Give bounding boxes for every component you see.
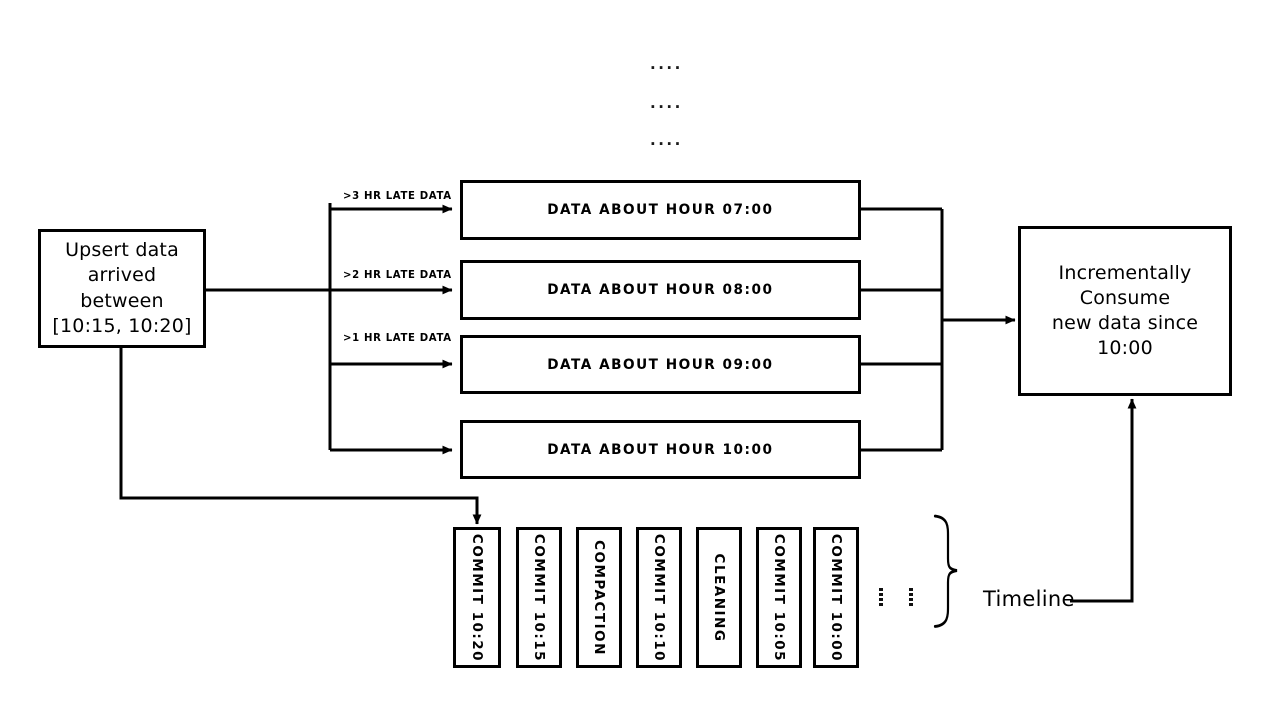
- timeline-brace: [933, 514, 958, 628]
- timeline-commit-1020[interactable]: COMMIT 10:20: [453, 527, 501, 668]
- timeline-commit-1005[interactable]: COMMIT 10:05: [756, 527, 802, 668]
- data-box-hour-08[interactable]: DATA ABOUT HOUR 08:00: [460, 260, 861, 320]
- timeline-commit-1010[interactable]: COMMIT 10:10: [636, 527, 682, 668]
- timeline-label: Timeline: [983, 587, 1075, 611]
- consume-line-1: Incrementally Consume: [1058, 261, 1192, 309]
- upsert-source-box[interactable]: Upsert data arrived between [10:15, 10:2…: [38, 229, 206, 348]
- ellipsis-row-3: ....: [650, 131, 683, 149]
- data-box-hour-09[interactable]: DATA ABOUT HOUR 09:00: [460, 335, 861, 394]
- consume-line-2: new data since 10:00: [1051, 312, 1199, 360]
- timeline-commit-1020-label: COMMIT 10:20: [469, 533, 485, 662]
- data-box-hour-07[interactable]: DATA ABOUT HOUR 07:00: [460, 180, 861, 240]
- connector-source-to-trunk: [206, 203, 332, 450]
- upsert-line-1: Upsert data: [65, 239, 179, 262]
- timeline-ellipsis-1: [879, 588, 883, 606]
- ellipsis-row-2: ....: [650, 94, 683, 112]
- upsert-line-2: arrived between: [80, 264, 164, 312]
- ellipsis-row-1: ....: [650, 55, 683, 73]
- timeline-commit-1015[interactable]: COMMIT 10:15: [516, 527, 562, 668]
- timeline-commit-1010-label: COMMIT 10:10: [651, 533, 667, 662]
- data-box-hour-10-label: DATA ABOUT HOUR 10:00: [547, 441, 774, 458]
- connector-hours-to-consumer: [861, 207, 1016, 452]
- data-box-hour-07-label: DATA ABOUT HOUR 07:00: [547, 202, 774, 218]
- data-box-hour-10[interactable]: DATA ABOUT HOUR 10:00: [460, 420, 861, 479]
- edge-label-1hr: >1 HR LATE DATA: [343, 331, 452, 344]
- data-box-hour-09-label: DATA ABOUT HOUR 09:00: [547, 356, 774, 373]
- timeline-cleaning[interactable]: CLEANING: [696, 527, 742, 668]
- connector-timeline-to-consumer: [1070, 398, 1137, 603]
- timeline-compaction[interactable]: COMPACTION: [576, 527, 622, 668]
- connector-source-to-commit: [119, 348, 482, 525]
- edge-label-2hr: >2 HR LATE DATA: [343, 268, 452, 281]
- timeline-commit-1005-label: COMMIT 10:05: [771, 533, 787, 662]
- upsert-line-3: [10:15, 10:20]: [52, 314, 192, 337]
- timeline-compaction-label: COMPACTION: [591, 539, 607, 656]
- timeline-commit-1000[interactable]: COMMIT 10:00: [813, 527, 859, 668]
- data-box-hour-08-label: DATA ABOUT HOUR 08:00: [547, 282, 774, 298]
- timeline-commit-1015-label: COMMIT 10:15: [531, 533, 547, 662]
- timeline-commit-1000-label: COMMIT 10:00: [828, 533, 844, 662]
- incremental-consume-box[interactable]: Incrementally Consume new data since 10:…: [1018, 226, 1232, 396]
- timeline-cleaning-label: CLEANING: [711, 553, 727, 642]
- edge-label-3hr: >3 HR LATE DATA: [343, 189, 452, 202]
- timeline-ellipsis-2: [909, 588, 913, 606]
